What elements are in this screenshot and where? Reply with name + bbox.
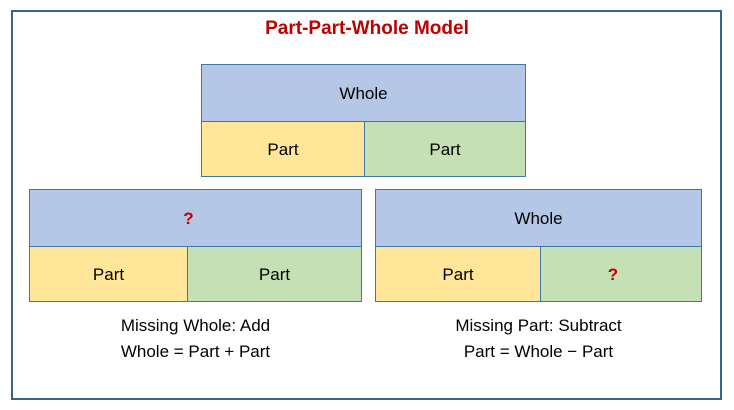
bottom-left-part-b-bar: Part: [187, 246, 362, 302]
bottom-right-caption-line1: Missing Part: Subtract: [455, 316, 622, 335]
top-whole-bar: Whole: [201, 64, 526, 122]
bottom-right-caption-line2: Part = Whole − Part: [463, 342, 614, 361]
bottom-right-part-b-bar: ?: [540, 246, 702, 302]
top-part-a-bar: Part: [201, 121, 365, 177]
bottom-right-part-b-question-mark: ?: [607, 264, 619, 284]
bottom-left-caption-line2: Whole = Part + Part: [120, 342, 271, 361]
bottom-left-part-b-label: Part: [258, 264, 291, 284]
bottom-left-whole-question-mark: ?: [183, 208, 194, 228]
bottom-right-caption: Missing Part: Subtract Part = Whole − Pa…: [375, 313, 702, 365]
bottom-right-part-a-bar: Part: [375, 246, 541, 302]
top-part-b-bar: Part: [364, 121, 526, 177]
bottom-left-part-a-label: Part: [92, 264, 125, 284]
bottom-right-whole-label: Whole: [514, 208, 563, 228]
bottom-left-caption-line1: Missing Whole: Add: [120, 316, 271, 335]
bottom-right-whole-bar: Whole: [375, 189, 702, 247]
bottom-left-whole-bar: ?: [29, 189, 362, 247]
top-whole-label: Whole: [339, 83, 388, 103]
bottom-right-part-a-label: Part: [442, 264, 474, 284]
page-title: Part-Part-Whole Model: [265, 18, 469, 39]
bottom-left-caption: Missing Whole: Add Whole = Part + Part: [29, 313, 362, 365]
top-part-b-label: Part: [429, 139, 461, 159]
bottom-left-part-a-bar: Part: [29, 246, 188, 302]
top-part-a-label: Part: [267, 139, 299, 159]
